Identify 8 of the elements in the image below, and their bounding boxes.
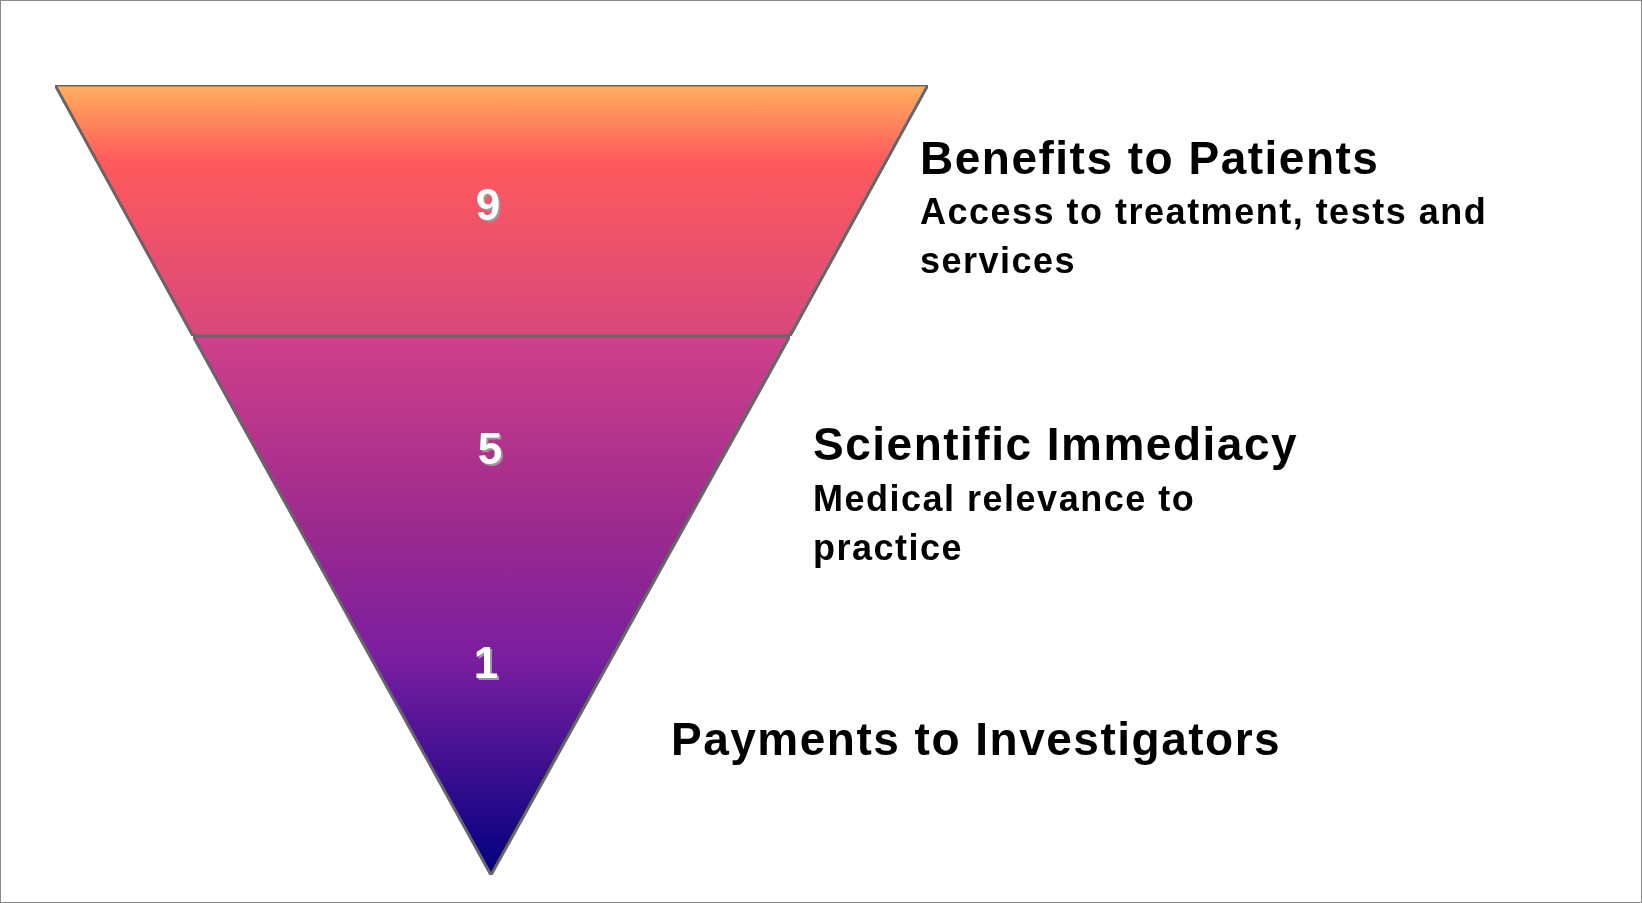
level-heading: Scientific Immediacy	[813, 417, 1299, 472]
level-number: 5	[477, 424, 503, 474]
level-heading: Benefits to Patients	[920, 131, 1380, 186]
level-description: Access to treatment, tests and services	[920, 190, 1489, 283]
level-description: Medical relevance to practice	[813, 477, 1197, 570]
level-number: 1	[473, 638, 499, 688]
level-number: 9	[475, 180, 501, 230]
level-heading: Payments to Investigators	[671, 712, 1282, 767]
